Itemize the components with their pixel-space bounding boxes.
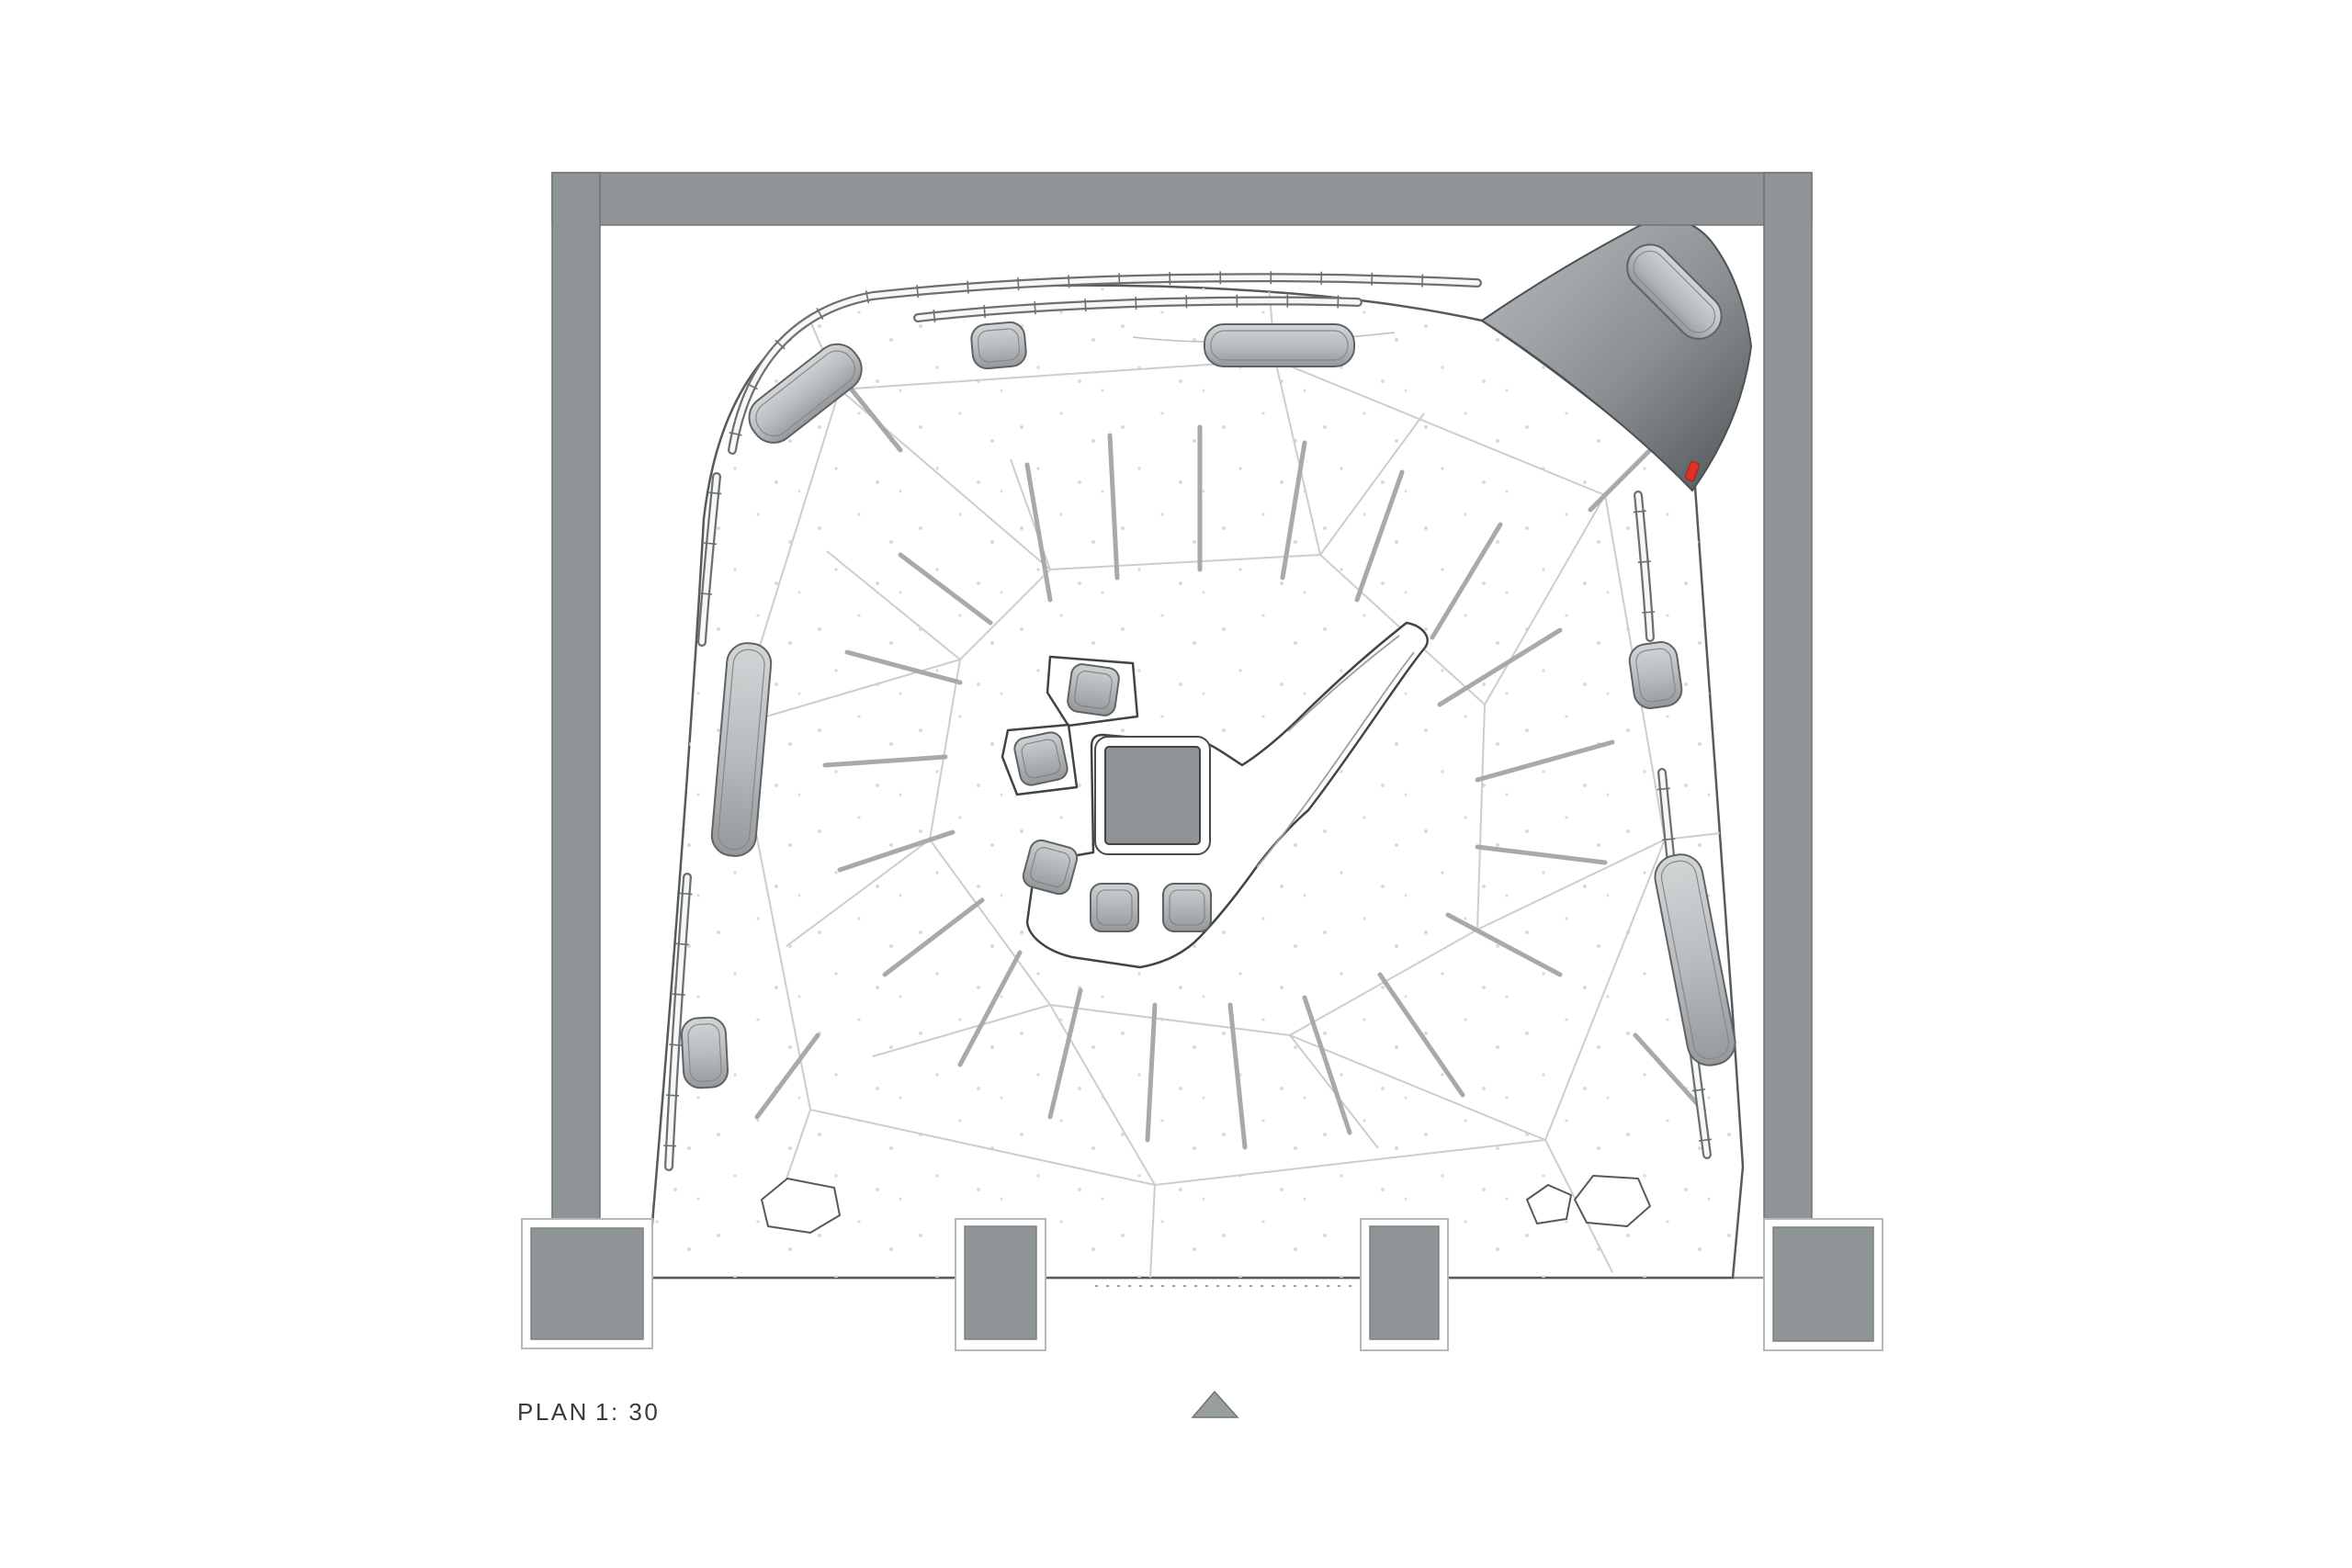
stool <box>1067 663 1120 716</box>
counter-square <box>1104 746 1201 845</box>
ribbon-wall-top <box>728 271 1482 455</box>
outer-wall-right <box>1763 172 1813 1224</box>
column-footing-1 <box>521 1218 653 1349</box>
ribbon-wall-top-inner <box>913 294 1363 323</box>
stool <box>1013 731 1069 786</box>
rock-cluster-left <box>761 1178 841 1234</box>
bench-top-wide <box>1204 323 1355 367</box>
bench-right-small <box>1628 641 1683 709</box>
outer-wall-left <box>551 172 601 1224</box>
stool <box>1090 883 1139 932</box>
north-arrow-icon <box>1191 1390 1239 1418</box>
ribbon-wall-left-upper <box>697 472 722 647</box>
plan-scale: 1: 30 <box>595 1398 660 1426</box>
bench-top-left <box>748 343 863 444</box>
bench-right-tall <box>1654 853 1736 1066</box>
stool <box>1022 839 1079 896</box>
column-footing-4 <box>1763 1218 1883 1351</box>
outer-wall-top <box>551 172 1813 226</box>
ribbon-wall-right-upper <box>1633 491 1656 642</box>
stool <box>1162 883 1212 932</box>
ribbon-wall-left-lower <box>663 873 693 1171</box>
column-footing-2 <box>955 1218 1046 1351</box>
service-counter <box>1001 621 1429 969</box>
rock-cluster-right <box>1526 1175 1651 1227</box>
canopy <box>1480 218 1753 492</box>
plan-label: PLAN <box>517 1398 589 1426</box>
red-accent-mark <box>1684 460 1701 482</box>
canopy-bench <box>1626 243 1723 340</box>
column-footing-3 <box>1360 1218 1449 1351</box>
counter-edge-detail <box>1256 651 1415 868</box>
outer-walls <box>551 172 1813 1224</box>
bench-left-tall <box>710 642 773 857</box>
floor-spokes <box>754 372 1705 1150</box>
bench-left-small <box>680 1016 729 1089</box>
counter-edge-detail <box>1287 635 1400 732</box>
bench-top-small <box>970 321 1027 370</box>
